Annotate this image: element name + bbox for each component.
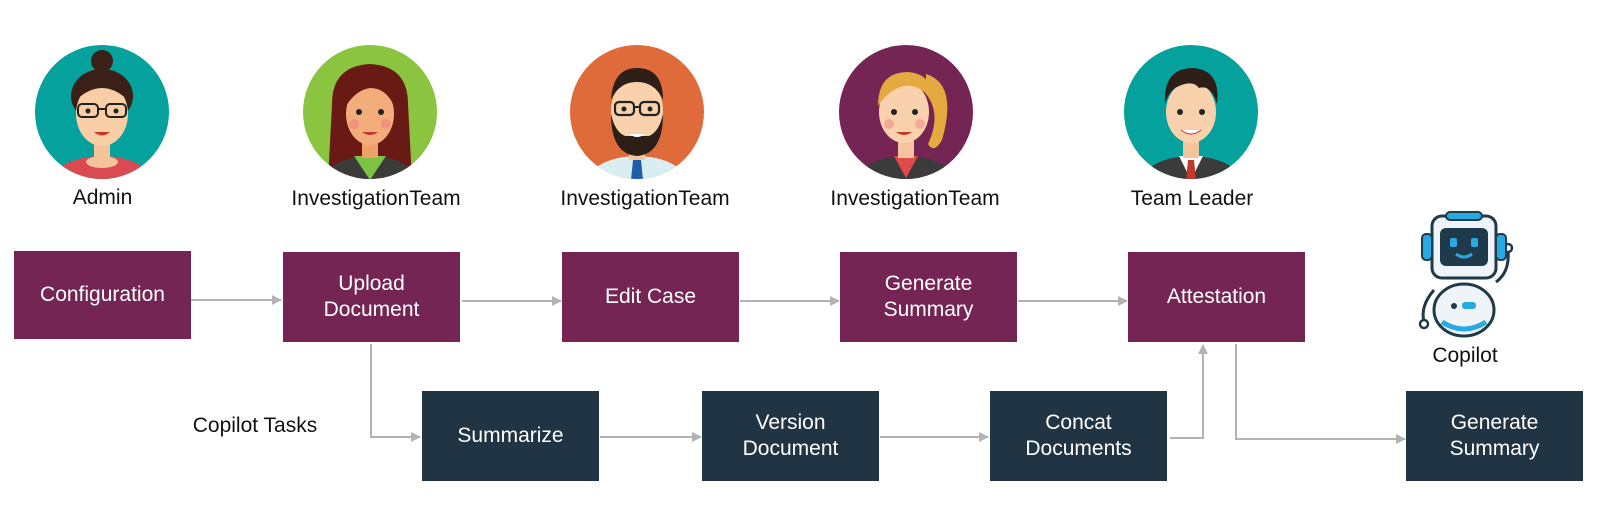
investigation-team-avatar-3	[839, 45, 973, 179]
attestation-step: Attestation	[1128, 252, 1305, 342]
copilot-generate-summary-task: Generate Summary	[1406, 391, 1583, 481]
role-label-investigation-team-3: InvestigationTeam	[830, 187, 1000, 210]
role-label-team-leader: Team Leader	[1130, 187, 1254, 210]
admin-avatar	[35, 45, 169, 179]
arrow-attestation-to-copilot-summary	[1235, 344, 1406, 444]
configuration-step: Configuration	[14, 251, 191, 339]
upload-document-step: Upload Document	[283, 252, 460, 342]
copilot-label: Copilot	[1432, 344, 1498, 367]
upload-document-step-label: Upload Document	[323, 272, 420, 321]
version-document-task-label: Version Document	[742, 411, 839, 460]
investigation-team-avatar-1	[303, 45, 437, 179]
configuration-step-label: Configuration	[40, 283, 165, 306]
edit-case-step: Edit Case	[562, 252, 739, 342]
edit-case-step-label: Edit Case	[604, 285, 697, 308]
investigation-team-avatar-2	[570, 45, 704, 179]
attestation-step-label: Attestation	[1166, 285, 1267, 308]
summarize-task-label: Summarize	[457, 424, 564, 447]
arrow-concat-to-attestation	[1170, 344, 1208, 439]
concat-documents-task-label: Concat Documents	[1025, 411, 1132, 460]
summarize-task: Summarize	[422, 391, 599, 481]
generate-summary-step-label: Generate Summary	[883, 272, 974, 321]
role-label-investigation-team-2: InvestigationTeam	[560, 187, 730, 210]
role-label-investigation-team-1: InvestigationTeam	[291, 187, 461, 210]
concat-documents-task: Concat Documents	[990, 391, 1167, 481]
copilot-generate-summary-task-label: Generate Summary	[1449, 411, 1540, 460]
team-leader-avatar	[1124, 45, 1258, 179]
copilot-tasks-label: Copilot Tasks	[192, 414, 318, 437]
copilot-robot-icon	[1418, 211, 1514, 338]
version-document-task: Version Document	[702, 391, 879, 481]
generate-summary-step: Generate Summary	[840, 252, 1017, 342]
arrow-upload-to-summarize	[370, 344, 421, 442]
role-label-admin: Admin	[72, 186, 133, 209]
